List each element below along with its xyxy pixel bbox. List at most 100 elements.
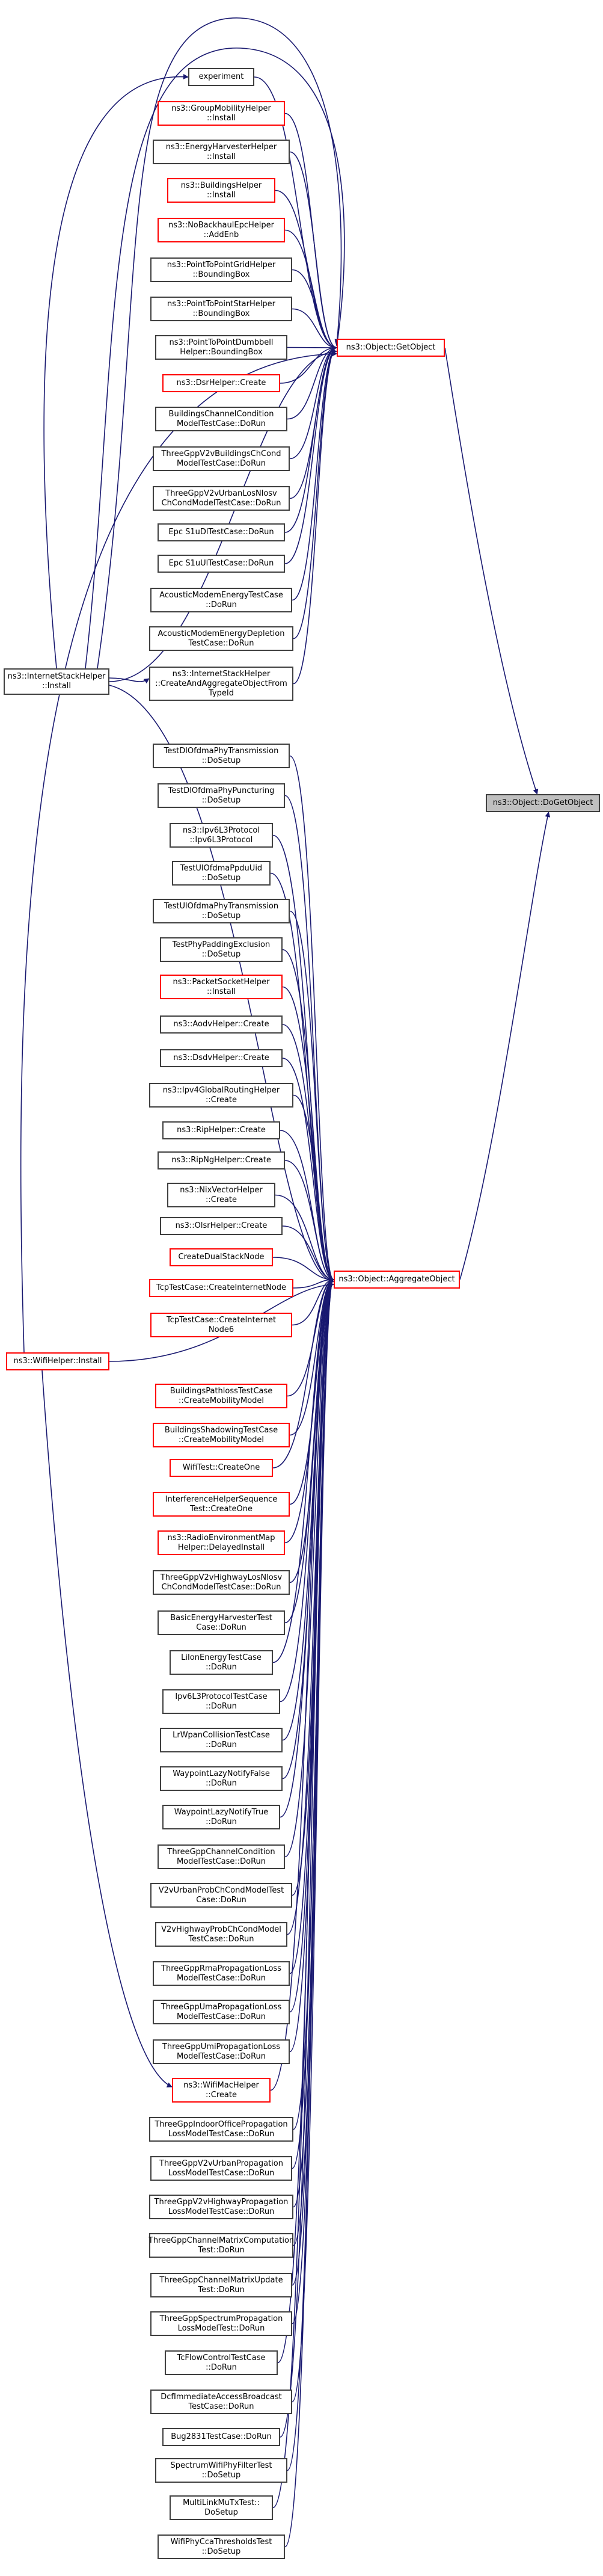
node-aggregate-object-caller[interactable]: TestPhyPaddingExclusion::DoSetup: [160, 937, 283, 962]
node-label-line: TestCase::DoRun: [188, 2402, 254, 2411]
node-aggregate-object-caller[interactable]: WifiPhyCcaThresholdsTest::DoSetup: [158, 2534, 285, 2559]
node-label-line: ::CreateMobilityModel: [178, 1435, 265, 1444]
node-aggregate-object-caller[interactable]: LrWpanCollisionTestCase::DoRun: [160, 1728, 283, 1752]
node-aggregate-object-caller[interactable]: ns3::AodvHelper::Create: [160, 1015, 283, 1034]
node-label-line: ::Install: [207, 190, 236, 200]
node-get-object-caller[interactable]: ns3::NoBackhaulEpcHelper::AddEnb: [158, 218, 285, 242]
node-aggregate-object-caller[interactable]: ns3::OlsrHelper::Create: [160, 1217, 283, 1235]
node-aggregate-object-caller[interactable]: ns3::PacketSocketHelper::Install: [160, 975, 283, 999]
edge-to-aggregate-object: [284, 1277, 334, 1858]
node-aggregate-object-caller[interactable]: LiIonEnergyTestCase::DoRun: [170, 1650, 273, 1675]
node-label-line: ::DoSetup: [201, 756, 241, 765]
node-aggregate-object-caller[interactable]: ns3::DsdvHelper::Create: [160, 1049, 283, 1067]
node-aggregate-object[interactable]: ns3::Object::AggregateObject: [334, 1271, 460, 1289]
node-aggregate-object-caller[interactable]: TcpTestCase::CreateInternetNode: [149, 1279, 293, 1297]
node-get-object-caller[interactable]: Epc S1uDlTestCase::DoRun: [158, 523, 285, 541]
node-label-line: ::Install: [207, 113, 236, 123]
node-aggregate-object-caller[interactable]: WaypointLazyNotifyFalse::DoRun: [160, 1766, 283, 1791]
node-wifi-helper-install[interactable]: ns3::WifiHelper::Install: [6, 1352, 109, 1370]
node-aggregate-object-caller[interactable]: ns3::RipNgHelper::Create: [158, 1151, 285, 1169]
node-aggregate-object-caller[interactable]: WifiTest::CreateOne: [170, 1459, 273, 1477]
node-aggregate-object-caller[interactable]: ns3::NixVectorHelper::Create: [167, 1183, 275, 1207]
node-aggregate-object-caller[interactable]: TestUlOfdmaPpduUid::DoSetup: [172, 861, 271, 886]
node-aggregate-object-caller[interactable]: Ipv6L3ProtocolTestCase::DoRun: [162, 1689, 280, 1714]
node-label-line: ::DoSetup: [201, 795, 241, 805]
edge-get-object-to-do-get-object: [444, 347, 539, 795]
node-aggregate-object-caller[interactable]: TcFlowControlTestCase::DoRun: [165, 2350, 278, 2375]
node-get-object-caller[interactable]: ns3::GroupMobilityHelper::Install: [158, 101, 285, 126]
node-internet-stack-helper-install[interactable]: ns3::InternetStackHelper::Install: [4, 668, 109, 695]
node-aggregate-object-caller[interactable]: Bug2831TestCase::DoRun: [162, 2428, 280, 2446]
edge-to-get-object: [287, 345, 337, 420]
node-label-line: experiment: [198, 72, 244, 81]
node-label-line: ThreeGppV2vBuildingsChCond: [161, 449, 281, 458]
node-get-object-caller[interactable]: AcousticModemEnergyTestCase::DoRun: [150, 588, 292, 612]
node-aggregate-object-caller[interactable]: TestDlOfdmaPhyPuncturing::DoSetup: [158, 783, 285, 808]
node-label-line: TypeId: [209, 688, 234, 698]
node-get-object-caller[interactable]: ns3::InternetStackHelper::CreateAndAggre…: [149, 667, 293, 701]
node-label-line: ThreeGppV2vHighwayLosNlosv: [160, 1573, 283, 1582]
node-label-line: ns3::OlsrHelper::Create: [175, 1221, 268, 1230]
node-aggregate-object-caller[interactable]: ns3::WifiMacHelper::Create: [172, 2078, 271, 2103]
node-aggregate-object-caller[interactable]: CreateDualStackNode: [170, 1248, 273, 1266]
node-aggregate-object-caller[interactable]: BuildingsPathlossTestCase::CreateMobilit…: [155, 1384, 287, 1408]
node-get-object-caller[interactable]: ns3::BuildingsHelper::Install: [167, 178, 275, 203]
node-label-line: ns3::Object::GetObject: [346, 343, 436, 352]
node-label-line: TestPhyPaddingExclusion: [172, 940, 271, 949]
node-label-line: ChCondModelTestCase::DoRun: [161, 498, 281, 508]
node-aggregate-object-caller[interactable]: WaypointLazyNotifyTrue::DoRun: [162, 1805, 280, 1829]
node-aggregate-object-caller[interactable]: ns3::Ipv6L3Protocol::Ipv6L3Protocol: [170, 823, 273, 848]
node-label-line: ns3::PointToPointGridHelper: [167, 260, 276, 270]
node-aggregate-object-caller[interactable]: TestUlOfdmaPhyTransmission::DoSetup: [153, 899, 290, 923]
node-aggregate-object-caller[interactable]: ns3::Ipv4GlobalRoutingHelper::Create: [149, 1083, 293, 1108]
node-aggregate-object-caller[interactable]: SpectrumWifiPhyFilterTest::DoSetup: [155, 2458, 287, 2483]
node-aggregate-object-caller[interactable]: MultiLinkMuTxTest::DoSetup: [170, 2495, 273, 2520]
node-label-line: LossModelTest::DoRun: [177, 2323, 265, 2333]
node-get-object[interactable]: ns3::Object::GetObject: [337, 339, 445, 357]
node-get-object-caller[interactable]: experiment: [188, 68, 254, 86]
edge-to-get-object: [292, 269, 337, 351]
node-aggregate-object-caller[interactable]: BuildingsShadowingTestCase::CreateMobili…: [153, 1423, 290, 1447]
node-get-object-caller[interactable]: ns3::PointToPointStarHelper::BoundingBox: [150, 297, 292, 321]
edge-internet-stack-to-get-object: [97, 17, 342, 669]
edge-to-aggregate-object: [272, 1277, 334, 2509]
node-get-object-caller[interactable]: Epc S1uUlTestCase::DoRun: [158, 555, 285, 573]
node-aggregate-object-caller[interactable]: ns3::RipHelper::Create: [162, 1121, 280, 1139]
node-label-line: TestUlOfdmaPhyTransmission: [164, 901, 279, 911]
node-label-line: ns3::DsrHelper::Create: [176, 378, 266, 387]
node-label-line: ::CreateAndAggregateObjectFrom: [155, 679, 287, 688]
node-get-object-caller[interactable]: ns3::DsrHelper::Create: [162, 374, 280, 392]
node-do-get-object[interactable]: ns3::Object::DoGetObject: [486, 794, 600, 812]
edge-to-aggregate-object: [289, 755, 334, 1283]
node-label-line: ns3::PointToPointStarHelper: [167, 299, 275, 309]
node-get-object-caller[interactable]: ns3::EnergyHarvesterHelper::Install: [153, 140, 290, 164]
edge-to-get-object: [293, 345, 337, 685]
node-get-object-caller[interactable]: ns3::PointToPointGridHelper::BoundingBox: [150, 257, 292, 282]
node-aggregate-object-caller[interactable]: TestDlOfdmaPhyTransmission::DoSetup: [153, 744, 290, 768]
node-label-line: ns3::DsdvHelper::Create: [173, 1053, 269, 1062]
edge-to-aggregate-object: [272, 1277, 334, 1663]
